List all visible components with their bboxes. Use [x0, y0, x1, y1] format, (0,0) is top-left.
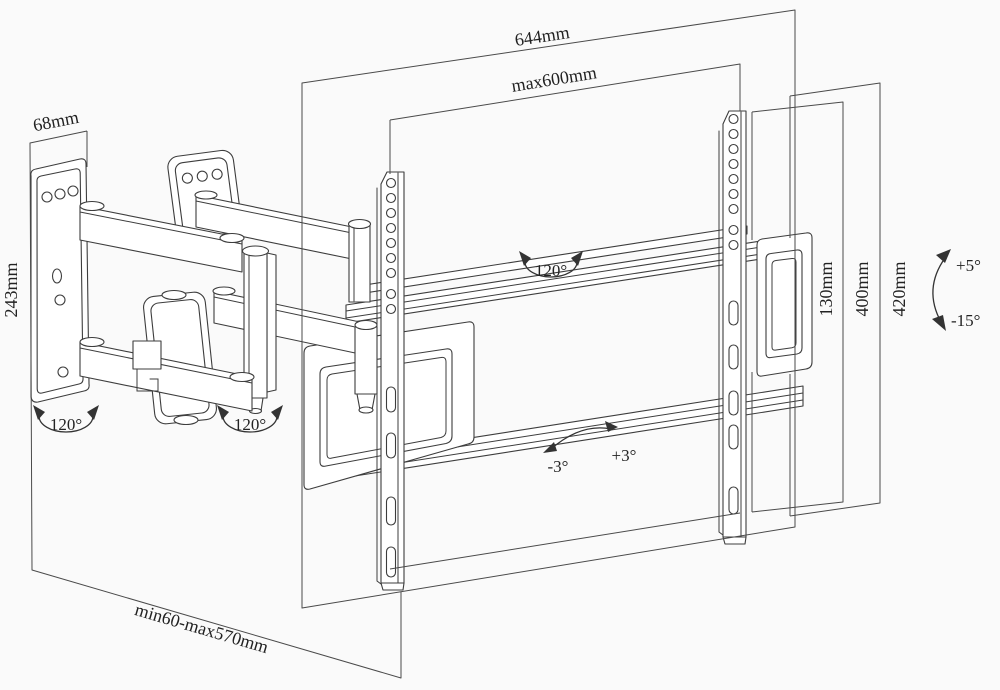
label-tilt-up: +5°	[956, 256, 981, 275]
left-rail-foot	[380, 582, 405, 591]
label-vesa-max-width: max600mm	[510, 62, 598, 95]
left-vesa-rail	[376, 171, 405, 591]
lower-elbow-bottom-pivot	[173, 414, 199, 426]
cable-hook	[132, 340, 162, 392]
left-rail-holes	[385, 177, 397, 315]
label-swivel-wall: 120°	[50, 415, 82, 434]
swivel-arc-elbow	[217, 405, 283, 433]
label-swivel-tv: 120°	[535, 261, 567, 280]
label-extension-range: min60-max570mm	[133, 599, 271, 657]
level-arc	[543, 421, 618, 453]
label-adapter-plate-height: 130mm	[816, 261, 836, 316]
label-vesa-max-height: 400mm	[852, 261, 872, 316]
label-level-right: +3°	[612, 446, 637, 465]
upper-crossbar	[345, 234, 801, 324]
swivel-arc-wall	[33, 405, 99, 433]
tv-bracket-frame	[309, 225, 804, 484]
tv-arm-upper	[194, 190, 372, 303]
wall-arm-upper	[79, 200, 245, 273]
label-top-width: 644mm	[513, 22, 570, 50]
tv-link-upper	[348, 223, 371, 303]
tilt-arc	[932, 249, 951, 331]
right-adapter-window	[765, 249, 803, 359]
label-rail-height: 420mm	[889, 261, 909, 316]
plane-400	[751, 101, 844, 513]
lower-elbow-top-pivot	[161, 289, 187, 301]
swivel-arc-tv	[519, 251, 583, 278]
right-adapter-plate	[756, 232, 813, 377]
dimension-planes	[29, 9, 881, 679]
plane-644	[301, 9, 796, 609]
wall-plate	[30, 158, 90, 403]
right-vesa-rail	[718, 110, 747, 545]
right-rail-holes	[728, 113, 739, 251]
angle-labels: 120° 120° 120° -3° +3° +5° -15°	[50, 256, 981, 476]
label-wall-plate-width: 68mm	[31, 107, 80, 135]
label-tilt-down: -15°	[951, 311, 980, 330]
label-swivel-elbow: 120°	[234, 415, 266, 434]
plane-wall-depth-and-extension	[29, 130, 402, 679]
plane-420	[789, 82, 881, 517]
left-rail-slots	[385, 386, 397, 578]
right-rail-foot	[722, 536, 747, 545]
wall-plate-holes	[41, 185, 79, 378]
plane-max600	[389, 63, 741, 570]
tv-link-lower	[354, 326, 378, 395]
wall-arm-lower	[79, 336, 255, 412]
label-wall-plate-height: 243mm	[1, 262, 21, 317]
right-rail-slots	[728, 300, 739, 515]
label-level-left: -3°	[548, 457, 569, 476]
angle-arrows	[33, 249, 951, 453]
